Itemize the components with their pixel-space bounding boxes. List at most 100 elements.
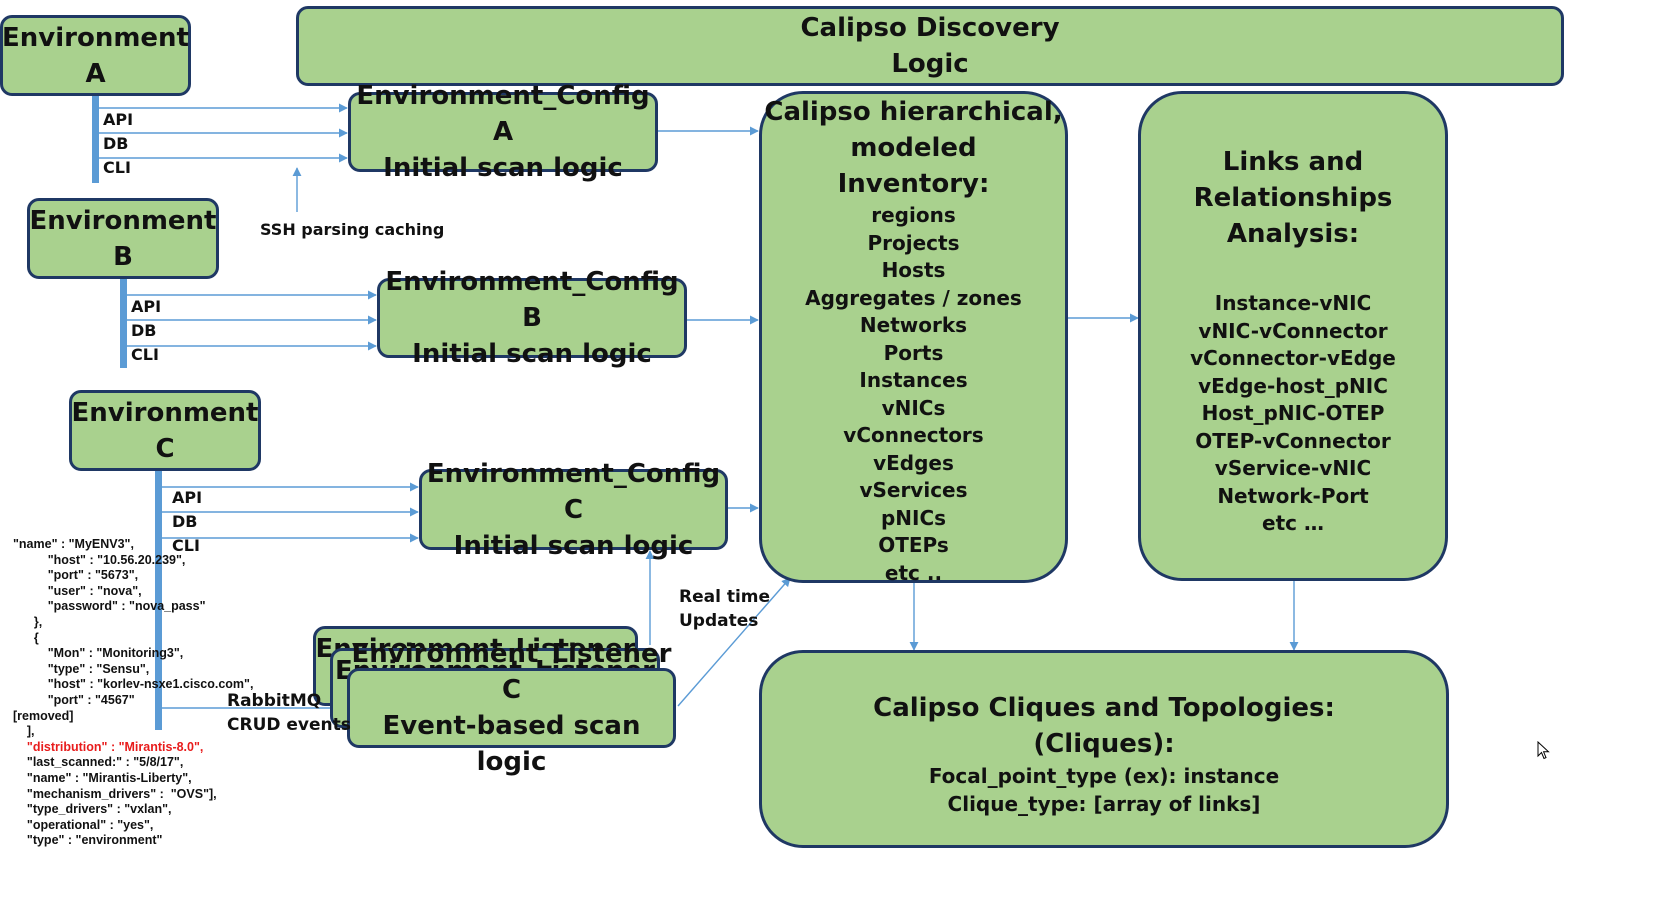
- inventory-item-10: vServices: [859, 478, 968, 502]
- config-b-line2: Initial scan logic: [412, 339, 652, 369]
- realtime-line1: Real time: [679, 587, 771, 607]
- links-item-2: vConnector-vEdge: [1190, 346, 1396, 370]
- links-item-6: vService-vNIC: [1214, 456, 1372, 480]
- inventory-item-3: Aggregates / zones: [805, 285, 1022, 310]
- label-c-api: API: [172, 488, 203, 507]
- links-items: Instance-vNIC vNIC-vConnector vConnector-v…: [1190, 290, 1396, 538]
- links-item-7: Network-Port: [1217, 483, 1369, 508]
- bus-env-a: [92, 95, 99, 183]
- config-c-line2: Initial scan logic: [453, 530, 694, 561]
- json-line: },: [13, 614, 43, 629]
- rabbitmq-line2: CRUD events: [227, 715, 351, 735]
- json-line: "user" : "nova",: [13, 583, 142, 598]
- inventory-item-13: etc ..: [884, 560, 943, 585]
- label-b-api: API: [131, 297, 162, 316]
- environment-c-line1: Environment: [71, 397, 259, 428]
- discovery-logic-box: Calipso Discovery Logic: [296, 6, 1564, 86]
- config-a-line2: Initial scan logic: [383, 153, 623, 183]
- json-line: "distribution" : "Mirantis-8.0",: [13, 739, 204, 754]
- inventory-title-line-2: Inventory:: [837, 169, 990, 199]
- links-item-1: vNIC-vConnector: [1198, 318, 1388, 343]
- arrow-listener-inventory: [677, 577, 791, 707]
- inventory-item-12: OTEPs: [878, 533, 949, 557]
- environment-a-line2: A: [85, 58, 106, 89]
- inventory-item-9: vEdges: [873, 450, 954, 475]
- json-line: "type" : "Sensu",: [13, 661, 150, 676]
- config-c-box: Environment_Config C Initial scan logic: [419, 459, 728, 561]
- ssh-parsing-label: SSH parsing caching: [260, 220, 445, 239]
- links-item-0: Instance-vNIC: [1214, 291, 1372, 315]
- links-item-5: OTEP-vConnector: [1195, 428, 1391, 453]
- inventory-item-8: vConnectors: [843, 423, 984, 447]
- inventory-title-line-0: Calipso hierarchical,: [764, 97, 1063, 127]
- json-line: "port" : "4567": [13, 692, 135, 707]
- json-line: "Mon" : "Monitoring3",: [13, 646, 184, 661]
- label-b-cli: CLI: [131, 345, 159, 364]
- config-b-line1: Environment_Config B: [385, 267, 679, 333]
- inventory-item-7: vNICs: [881, 395, 946, 420]
- cliques-item-0: Focal_point_type (ex): instance: [928, 764, 1280, 788]
- json-line: {: [13, 630, 39, 645]
- environment-b-line1: Environment: [29, 205, 217, 236]
- environment-config-json: "name" : "MyENV3", "host" : "10.56.20.23…: [13, 537, 253, 849]
- links-title-line-1: Relationships: [1193, 183, 1393, 213]
- label-c-db: DB: [172, 512, 198, 531]
- json-line: "password" : "nova_pass": [13, 599, 206, 614]
- cliques-title-line-1: (Cliques):: [1033, 729, 1175, 759]
- links-item-8: etc …: [1262, 511, 1324, 535]
- bus-env-b: [120, 278, 127, 368]
- inventory-item-4: Networks: [859, 313, 968, 337]
- links-item-4: Host_pNIC-OTEP: [1201, 401, 1385, 425]
- inventory-item-2: Hosts: [881, 258, 946, 282]
- links-title-line-0: Links and: [1222, 147, 1364, 177]
- json-line: "mechanism_drivers" : "OVS"],: [13, 786, 217, 801]
- discovery-title-line2: Logic: [891, 49, 969, 79]
- config-a-box: Environment_Config A Initial scan logic: [348, 81, 658, 183]
- json-line: "name" : "Mirantis-Liberty",: [13, 770, 192, 785]
- inventory-item-1: Projects: [867, 230, 960, 255]
- listener-c-line1: Environment_Listener C: [351, 639, 672, 705]
- json-line: "name" : "MyENV3",: [13, 537, 134, 551]
- cliques-box: Calipso Cliques and Topologies:(Cliques)…: [759, 650, 1449, 848]
- rabbitmq-line1: RabbitMQ: [227, 691, 322, 711]
- bus-env-c: [155, 470, 162, 730]
- mouse-cursor-icon: [1537, 741, 1550, 760]
- json-line: "type_drivers" : "vxlan",: [13, 802, 172, 817]
- json-line: ],: [13, 724, 35, 739]
- inventory-item-11: pNICs: [880, 505, 947, 530]
- json-line: "type" : "environment": [13, 833, 163, 848]
- environment-b-box: Environment B: [27, 198, 219, 279]
- environment-b-line2: B: [113, 241, 133, 272]
- inventory-item-0: regions: [871, 203, 956, 227]
- rabbitmq-label: RabbitMQ CRUD events: [227, 689, 351, 737]
- label-a-db: DB: [103, 134, 129, 153]
- json-line: [removed]: [13, 708, 74, 723]
- label-a-api: API: [103, 110, 134, 129]
- environment-c-line2: C: [155, 433, 175, 464]
- config-c-line1: Environment_Config C: [426, 458, 721, 525]
- config-a-line1: Environment_Config A: [356, 81, 650, 147]
- cliques-title: Calipso Cliques and Topologies:(Cliques)…: [873, 690, 1335, 762]
- cliques-item-1: Clique_type: [array of links]: [947, 792, 1261, 816]
- label-b-db: DB: [131, 321, 157, 340]
- realtime-line2: Updates: [679, 611, 759, 631]
- json-line: "port" : "5673",: [13, 568, 139, 583]
- links-item-3: vEdge-host_pNIC: [1198, 373, 1388, 398]
- json-line: "host" : "10.56.20.239",: [13, 552, 186, 567]
- json-line: "host" : "korlev-nsxe1.cisco.com",: [13, 677, 254, 692]
- label-a-cli: CLI: [103, 158, 131, 177]
- environment-a-line1: Environment: [2, 22, 189, 53]
- discovery-title-line1: Calipso Discovery: [800, 13, 1060, 43]
- environment-c-box: Environment C: [69, 390, 261, 471]
- listener-c-line2: Event-based scan logic: [382, 711, 641, 777]
- config-b-box: Environment_Config B Initial scan logic: [377, 267, 687, 369]
- listener-c-box: Environment_Listener C Event-based scan …: [347, 639, 676, 777]
- links-title-line-2: Analysis:: [1226, 219, 1360, 249]
